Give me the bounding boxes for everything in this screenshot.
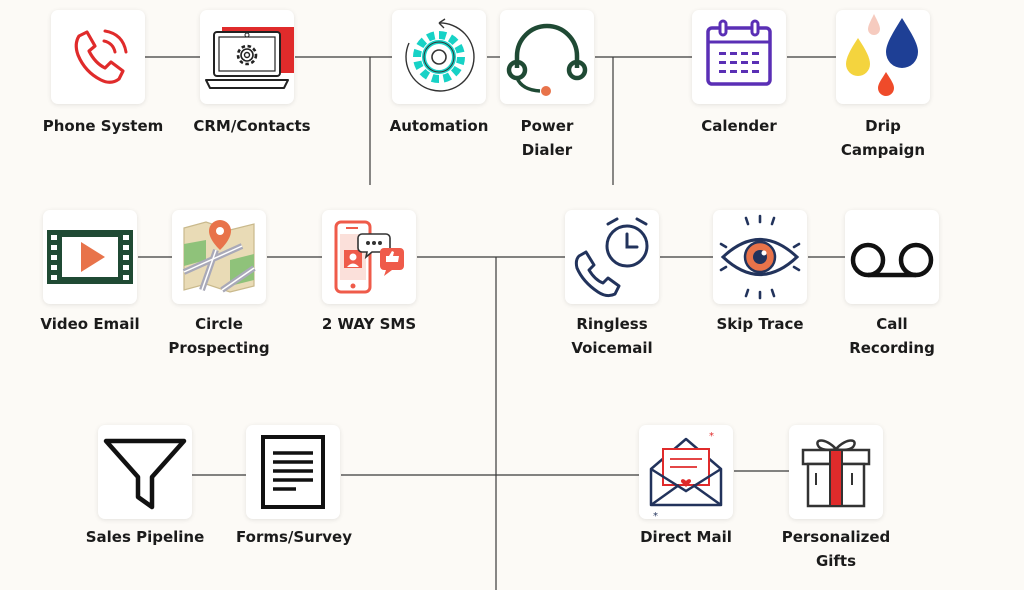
document-icon — [246, 425, 340, 519]
laptop-gear-icon — [200, 10, 294, 104]
node-label: Circle Prospecting — [168, 315, 270, 357]
film-play-icon — [43, 210, 137, 304]
node-label: Forms/Survey — [236, 528, 352, 546]
node-label: Call Recording — [849, 315, 935, 357]
phone-clock-icon — [565, 210, 659, 304]
node-label: Sales Pipeline — [85, 528, 205, 546]
node-label: Phone System — [42, 117, 164, 135]
node-label: Automation — [389, 117, 489, 135]
node-label: 2 WAY SMS — [321, 315, 417, 333]
eye-icon — [713, 210, 807, 304]
node-label: Power Dialer — [520, 117, 574, 159]
node-label: Ringless Voicemail — [571, 315, 653, 357]
node-label: Direct Mail — [640, 528, 732, 546]
cycle-gear-icon — [392, 10, 486, 104]
map-pin-icon — [172, 210, 266, 304]
envelope-icon: * * — [639, 425, 733, 519]
node-label: Video Email — [40, 315, 140, 333]
phone-icon — [51, 10, 145, 104]
voicemail-icon — [845, 210, 939, 304]
gift-icon — [789, 425, 883, 519]
node-label: Drip Campaign — [840, 117, 926, 159]
calendar-icon — [692, 10, 786, 104]
svg-text:*: * — [653, 511, 658, 519]
node-label: Skip Trace — [716, 315, 804, 333]
funnel-icon — [98, 425, 192, 519]
node-label: Calender — [701, 117, 777, 135]
svg-text:*: * — [709, 431, 714, 442]
node-label: Personalized Gifts — [781, 528, 891, 570]
node-label: CRM/Contacts — [193, 117, 311, 135]
mobile-chat-icon — [322, 210, 416, 304]
headset-icon — [500, 10, 594, 104]
drops-icon — [836, 10, 930, 104]
